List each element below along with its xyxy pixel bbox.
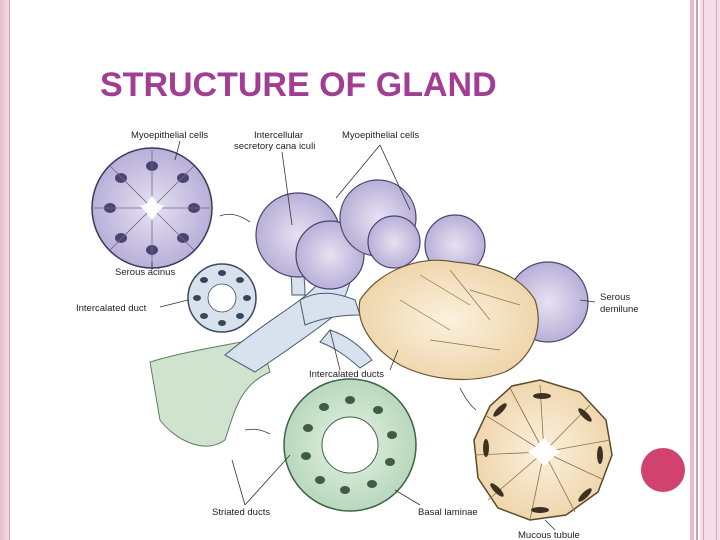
decorative-accent-dot <box>641 448 685 492</box>
label-myoepithelial-cells-left: Myoepithelial cells <box>131 130 208 141</box>
label-serous-demilune-line2: demilune <box>600 304 639 315</box>
label-mucous-tubule: Mucous tubule <box>518 530 580 540</box>
slide-title: STRUCTURE OF GLAND <box>100 66 497 104</box>
label-intercellular-line1: Intercellular <box>254 130 303 141</box>
left-border-decoration <box>0 0 10 540</box>
right-border-decoration <box>690 0 720 540</box>
label-striated-ducts: Striated ducts <box>212 507 270 518</box>
label-basal-laminae: Basal laminae <box>418 507 478 518</box>
label-intercalated-ducts: Intercalated ducts <box>309 369 384 380</box>
label-intercalated-duct: Intercalated duct <box>76 303 147 314</box>
label-intercellular-line2: secretory cana iculi <box>234 141 315 152</box>
label-serous-demilune-line1: Serous <box>600 292 630 303</box>
label-myoepithelial-cells-right: Myoepithelial cells <box>342 130 419 141</box>
label-serous-acinus: Serous acinus <box>115 267 175 278</box>
